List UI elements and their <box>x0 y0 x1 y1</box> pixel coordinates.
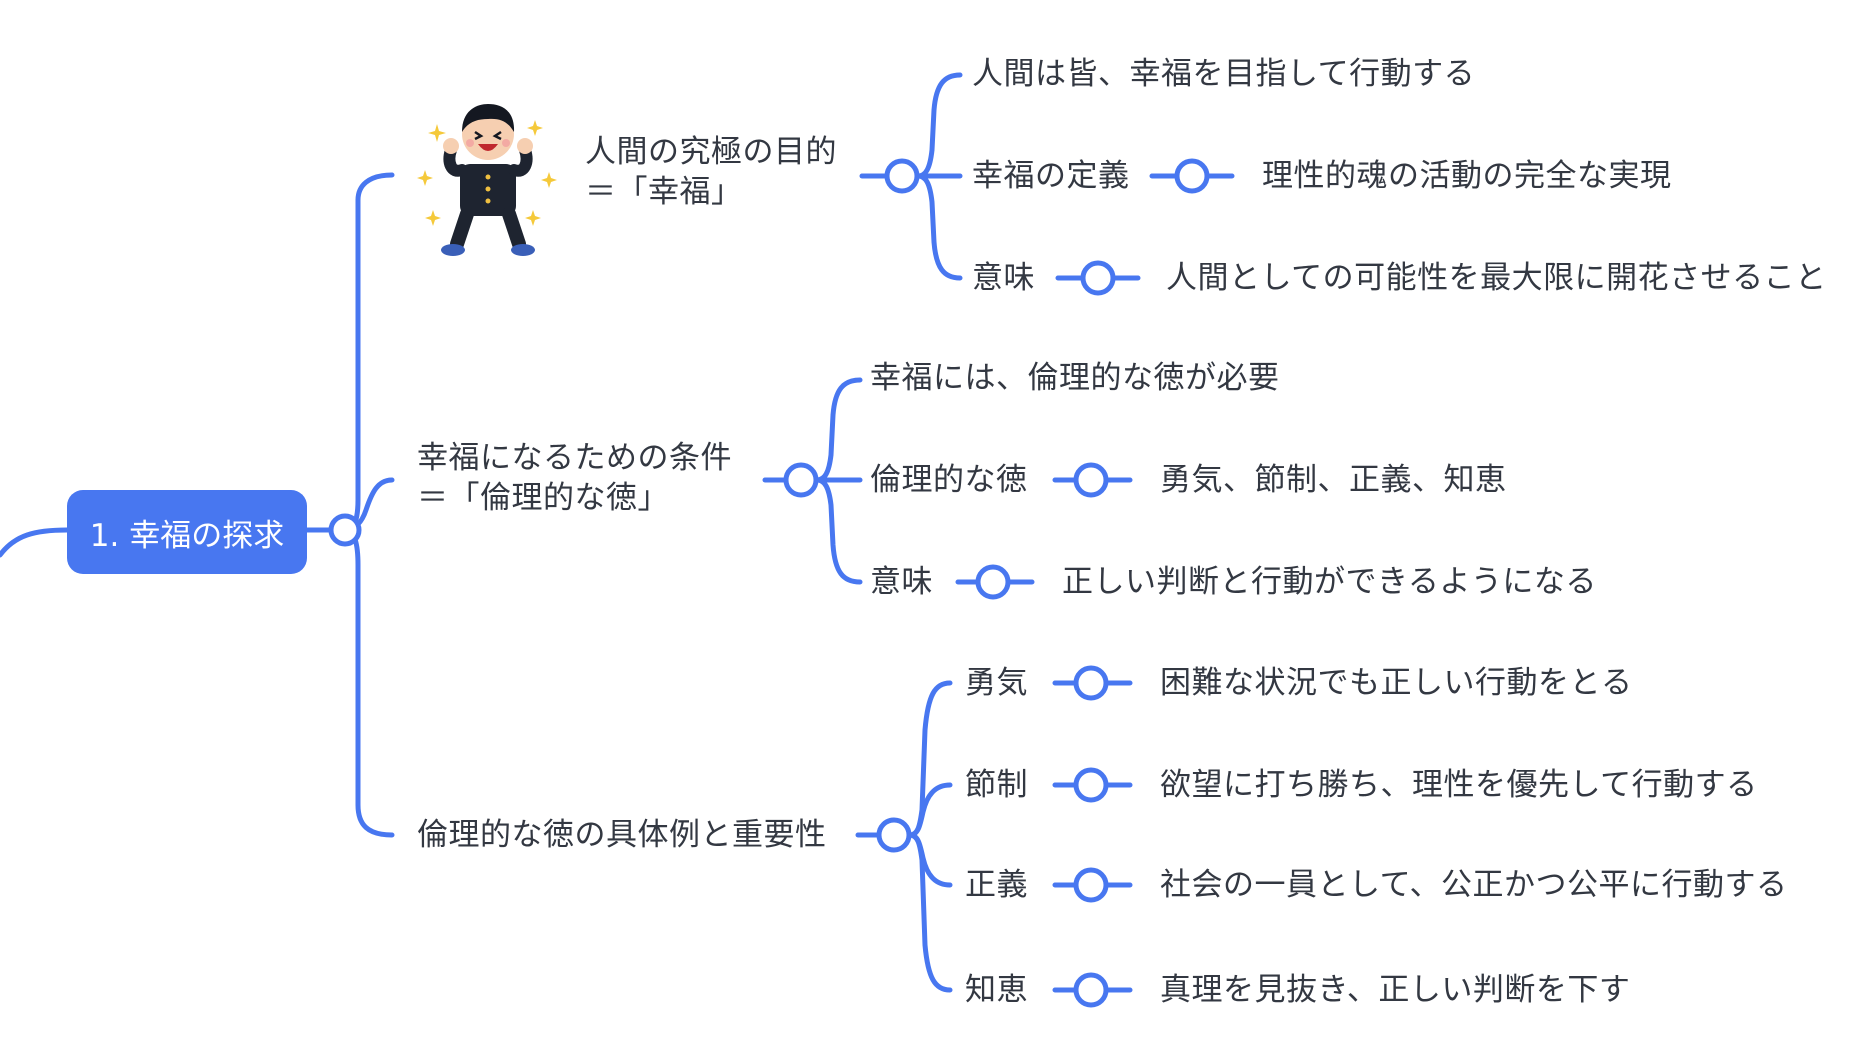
connector-b3-c2 <box>907 782 953 838</box>
connector-branch-3 <box>342 527 395 838</box>
connector-b2-c1 <box>814 377 863 483</box>
junction-b1-c3[interactable] <box>1080 260 1116 296</box>
root-node[interactable]: 1. 幸福の探求 <box>67 490 307 574</box>
junction-b2-c2[interactable] <box>1073 462 1109 498</box>
b3-child-4-detail[interactable]: 真理を見抜き、正しい判断を下す <box>1160 972 1631 1008</box>
junction-root[interactable] <box>328 513 362 547</box>
connector-branch-1 <box>342 172 395 533</box>
branch-1-label-line-2: ＝「幸福」 <box>585 174 743 210</box>
branch-1-label-line-1: 人間の究極の目的 <box>585 134 837 170</box>
junction-b3-c2[interactable] <box>1073 767 1109 803</box>
branch-3-label[interactable]: 倫理的な徳の具体例と重要性 <box>417 815 827 855</box>
connector-incoming <box>0 527 70 558</box>
b1-child-2[interactable]: 幸福の定義 <box>972 158 1130 194</box>
branch-2-label-line-1: 幸福になるための条件 <box>417 440 732 476</box>
b3-child-3[interactable]: 正義 <box>965 867 1028 903</box>
connector-b1-c3 <box>915 173 963 281</box>
b2-child-2-detail[interactable]: 勇気、節制、正義、知恵 <box>1160 462 1507 498</box>
root-node-label: 1. 幸福の探求 <box>89 517 285 554</box>
junction-b3[interactable] <box>876 817 912 853</box>
b3-child-4[interactable]: 知恵 <box>965 972 1028 1008</box>
junction-b3-c1[interactable] <box>1073 665 1109 701</box>
connector-b3-c4 <box>907 832 953 993</box>
junction-b3-c3[interactable] <box>1073 867 1109 903</box>
junction-b1[interactable] <box>884 158 920 194</box>
junction-b2[interactable] <box>783 462 819 498</box>
b2-child-3[interactable]: 意味 <box>870 564 933 600</box>
b2-child-2[interactable]: 倫理的な徳 <box>870 462 1028 498</box>
branch-2-label[interactable]: 幸福になるための条件 ＝「倫理的な徳」 <box>417 438 732 518</box>
b3-child-2[interactable]: 節制 <box>965 767 1028 803</box>
cheering-student-icon <box>417 104 557 256</box>
branch-2-label-line-2: ＝「倫理的な徳」 <box>417 480 669 516</box>
b3-child-3-detail[interactable]: 社会の一員として、公正かつ公平に行動する <box>1160 867 1788 903</box>
connector-b2-c3 <box>814 477 863 585</box>
b2-child-3-detail[interactable]: 正しい判断と行動ができるようになる <box>1062 564 1597 600</box>
branch-1-label[interactable]: 人間の究極の目的 ＝「幸福」 <box>585 132 837 212</box>
connector-b3-c1 <box>907 680 953 838</box>
b3-child-1[interactable]: 勇気 <box>965 665 1028 701</box>
b3-child-1-detail[interactable]: 困難な状況でも正しい行動をとる <box>1160 665 1633 701</box>
junction-b3-c4[interactable] <box>1073 972 1109 1008</box>
b2-child-1[interactable]: 幸福には、倫理的な徳が必要 <box>870 360 1280 396</box>
branch-3-label-line-1: 倫理的な徳の具体例と重要性 <box>417 817 827 853</box>
b1-child-3-detail[interactable]: 人間としての可能性を最大限に開花させること <box>1166 260 1827 296</box>
b1-child-3[interactable]: 意味 <box>972 260 1035 296</box>
b1-child-1[interactable]: 人間は皆、幸福を目指して行動する <box>972 56 1476 92</box>
connector-b1-c1 <box>915 72 963 179</box>
junction-b2-c3[interactable] <box>975 564 1011 600</box>
b1-child-2-detail[interactable]: 理性的魂の活動の完全な実現 <box>1262 158 1672 194</box>
b3-child-2-detail[interactable]: 欲望に打ち勝ち、理性を優先して行動する <box>1160 767 1758 803</box>
junction-b1-c2[interactable] <box>1174 158 1210 194</box>
